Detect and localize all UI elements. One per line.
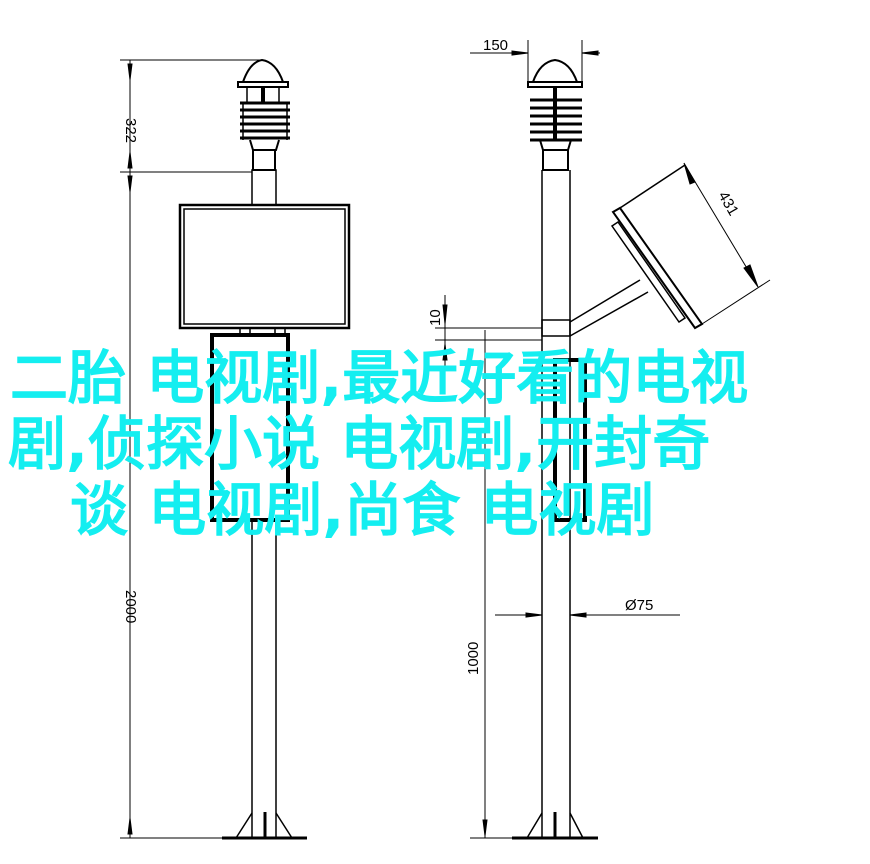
overlay-line-1: 二胎 电视剧,最近好看的电视 xyxy=(10,344,749,412)
left-pole-top xyxy=(251,169,277,206)
right-station xyxy=(435,40,771,840)
dim-1000: 1000 xyxy=(465,642,482,675)
dim-2000: 2000 xyxy=(122,590,139,623)
dim-431: 431 xyxy=(715,189,742,219)
left-control-box xyxy=(210,333,290,522)
dim-10: 10 xyxy=(427,309,444,326)
right-dimensions xyxy=(435,40,771,839)
right-sensor-head xyxy=(527,58,583,171)
left-station xyxy=(120,58,351,840)
right-control-box xyxy=(553,358,587,522)
dim-diameter-75: Ø75 xyxy=(625,597,653,614)
left-dimensions xyxy=(120,59,262,839)
solar-panel xyxy=(569,164,704,337)
dim-322: 322 xyxy=(122,118,139,143)
right-base xyxy=(512,812,598,840)
overlay-line-2: 剧,侦探小说 电视剧,开封奇 xyxy=(8,410,711,478)
left-base xyxy=(222,812,307,840)
left-sensor-head xyxy=(237,58,290,171)
overlay-line-3: 谈 电视剧,尚食 电视剧 xyxy=(70,476,655,544)
left-display-panel xyxy=(178,203,351,335)
dim-150: 150 xyxy=(483,37,508,54)
